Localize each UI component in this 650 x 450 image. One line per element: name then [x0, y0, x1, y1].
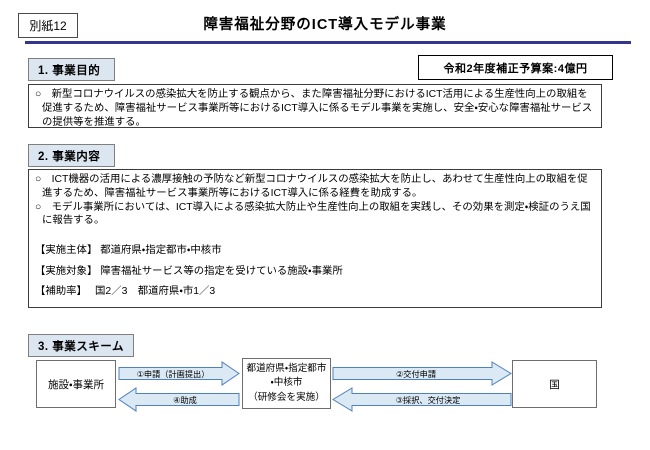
- arrow-apply-label: ①申請（計画提出）: [136, 369, 210, 379]
- arrow-left-subsidy-icon: ④助成: [118, 387, 240, 412]
- content-bullet-2: ○ モデル事業所においては、ICT導入による感染拡大防止や生産性向上の取組を実践…: [35, 201, 591, 227]
- budget-label: 令和2年度補正予算案:4億円: [443, 62, 588, 75]
- attachment-number-label: 別紙12: [29, 19, 67, 33]
- attachment-number-box: 別紙12: [18, 13, 78, 38]
- prefecture-label-line1: 都道府県・指定都市: [246, 362, 327, 374]
- section-heading-content: 2. 事業内容: [28, 144, 115, 167]
- detail-target: 【実施対象】 障害福祉サービス等の指定を受けている施設・事業所: [35, 265, 343, 277]
- section-heading-scheme: 3. 事業スキーム: [28, 334, 134, 357]
- nation-label: 国: [549, 378, 560, 391]
- detail-subsidy-rate: 【補助率】 国2／3 都道府県・市1／3: [35, 286, 216, 298]
- prefecture-label-line2: ・中核市: [270, 377, 303, 389]
- arrow-adoption-label: ③採択、交付決定: [395, 395, 461, 405]
- prefecture-label-line3: （研修会を実施）: [248, 391, 325, 403]
- detail-implementing-body: 【実施主体】 都道府県・指定都市・中核市: [35, 245, 222, 257]
- arrow-grant-request-label: ②交付申請: [395, 369, 437, 379]
- arrow-subsidy-label: ④助成: [173, 395, 197, 405]
- arrow-right-apply-icon: ①申請（計画提出）: [118, 361, 240, 386]
- purpose-bullet: ○ 新型コロナウイルスの感染拡大を防止する観点から、また障害福祉分野におけるIC…: [35, 89, 593, 128]
- scheme-node-facility: 施設・事業所: [36, 360, 116, 408]
- arrow-left-adoption-icon: ③採択、交付決定: [332, 387, 512, 412]
- scheme-node-prefecture: 都道府県・指定都市 ・中核市 （研修会を実施）: [242, 358, 331, 409]
- page-title: 障害福祉分野のICT導入モデル事業: [203, 17, 447, 33]
- budget-box: 令和2年度補正予算案:4億円: [418, 55, 613, 80]
- purpose-content-box: ○ 新型コロナウイルスの感染拡大を防止する観点から、また障害福祉分野におけるIC…: [28, 84, 602, 128]
- content-content-box: ○ ICT機器の活用による濃厚接触の予防など新型コロナウイルスの感染拡大を防止し…: [28, 169, 602, 308]
- section-heading-purpose: 1. 事業目的: [28, 58, 115, 81]
- facility-label: 施設・事業所: [47, 378, 105, 391]
- content-details: 【実施主体】 都道府県・指定都市・中核市 【実施対象】 障害福祉サービス等の指定…: [35, 241, 595, 303]
- title-underline: [25, 41, 631, 44]
- arrow-right-grant-request-icon: ②交付申請: [332, 361, 512, 386]
- content-bullet-1: ○ ICT機器の活用による濃厚接触の予防など新型コロナウイルスの感染拡大を防止し…: [35, 174, 588, 199]
- scheme-node-nation: 国: [512, 360, 597, 408]
